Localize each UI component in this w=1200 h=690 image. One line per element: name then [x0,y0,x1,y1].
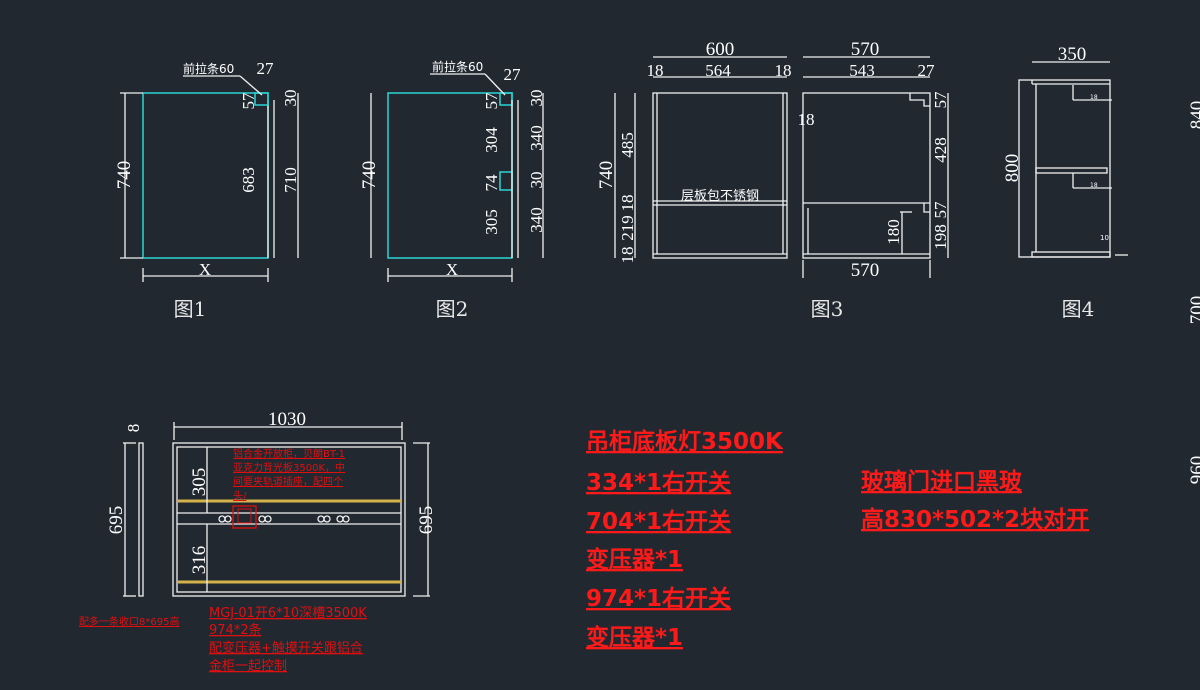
dim-316: 316 [189,546,210,575]
dim-8: 8 [124,424,143,433]
note-line: 吊柜底板灯3500K [586,428,784,455]
dim-710: 710 [281,167,300,193]
figure-caption: 图3 [811,297,844,321]
figure-5-open-cabinet: 1030 8 695 695 305 316 铝合金开放柜，贝朗BT-1 亚克力… [79,409,437,674]
dim-428: 428 [931,137,950,163]
dim-x: X [446,260,458,279]
figure-4: 18 18 10 350 800 图4 840 700 960 [1002,44,1200,484]
dim-695: 695 [106,506,127,535]
dim-960: 960 [1187,456,1200,485]
figure-caption: 图2 [436,297,469,321]
dim-340: 340 [527,207,546,233]
dim-1030: 1030 [268,409,306,430]
cabinet-note-line: 头/ [233,490,247,502]
dim-57: 57 [482,92,501,110]
dim-305: 305 [189,468,210,497]
dim-57: 57 [931,201,950,219]
handle-label: 前拉条60 [183,61,234,76]
light-note-line: 金柜一起控制 [209,658,287,674]
dim-543: 543 [849,61,875,80]
dim-74: 74 [482,174,501,192]
handle-label: 前拉条60 [432,59,483,74]
dim-30: 30 [527,172,546,189]
dim-18: 18 [1090,182,1098,189]
figure-caption: 图1 [174,297,207,321]
dim-570: 570 [851,39,880,60]
dim-304: 304 [482,127,501,153]
dim-840: 840 [1187,101,1200,130]
dim-10: 10 [1100,234,1109,242]
dim-57: 57 [239,92,258,110]
dim-600: 600 [706,39,735,60]
dim-18: 18 [618,195,637,212]
dim-570: 570 [851,260,880,281]
dim-485: 485 [618,132,637,158]
figure-caption: 图4 [1062,297,1095,321]
note-line: 变压器*1 [586,546,683,573]
dim-27: 27 [257,59,275,78]
light-note-line: 974*2条 [209,622,262,638]
shelf-label: 层板包不锈钢 [681,189,759,204]
dim-700: 700 [1187,296,1200,325]
dim-57: 57 [931,91,950,109]
note-line: 变压器*1 [586,624,683,651]
figure-3: 600 18 564 18 740 485 18 219 18 层板包不锈钢 5… [596,39,950,321]
socket-icon [232,505,257,529]
dim-30: 30 [281,90,300,107]
dim-695: 695 [416,506,437,535]
dim-27: 27 [504,65,522,84]
note-line: 高830*502*2块对开 [861,506,1089,533]
figure-1: 740 683 57 710 30 27 前拉条60 X 图1 [114,59,300,321]
note-line: 玻璃门进口黑玻 [861,468,1023,495]
glass-door-notes: 玻璃门进口黑玻 高830*502*2块对开 [861,468,1089,533]
dim-350: 350 [1058,44,1087,65]
light-note-line: 配变压器+触摸开关跟铝合 [209,640,363,656]
note-line: 974*1右开关 [586,585,731,612]
light-note-line: MGJ-01开6*10深槽3500K [209,606,367,621]
dim-564: 564 [705,61,731,80]
dim-800: 800 [1002,154,1023,183]
dim-219: 219 [618,215,637,241]
dim-305: 305 [482,209,501,235]
dim-x: X [199,260,211,279]
dim-740: 740 [359,161,380,190]
cabinet-note-line: 间要夹轨道插座，配四个 [233,475,343,488]
dim-740: 740 [596,161,617,190]
dim-198: 198 [931,224,950,250]
dim-18: 18 [1090,94,1098,101]
dim-18: 18 [647,61,664,80]
cabinet-note-line: 铝合金开放柜，贝朗BT-1 [233,447,345,460]
handle-profile [254,92,269,106]
note-line: 334*1右开关 [586,469,731,496]
lighting-notes: 吊柜底板灯3500K 334*1右开关 704*1右开关 变压器*1 974*1… [586,428,784,651]
dim-18: 18 [775,61,792,80]
cabinet-note-line: 亚克力背光板3500K，中 [233,461,345,474]
dim-340: 340 [527,125,546,151]
dim-27: 27 [918,61,936,80]
figure-2: 740 57 304 74 305 30 340 30 340 27 前拉条60… [359,59,546,321]
dim-18: 18 [618,247,637,264]
dim-30: 30 [527,90,546,107]
dim-180: 180 [884,219,903,245]
note-line: 704*1右开关 [586,508,731,535]
dim-740: 740 [114,161,135,190]
dim-683: 683 [239,167,258,193]
trim-note: 配多一条收口8*695高 [79,615,179,628]
dim-18: 18 [798,110,815,129]
light-spots [218,515,350,523]
